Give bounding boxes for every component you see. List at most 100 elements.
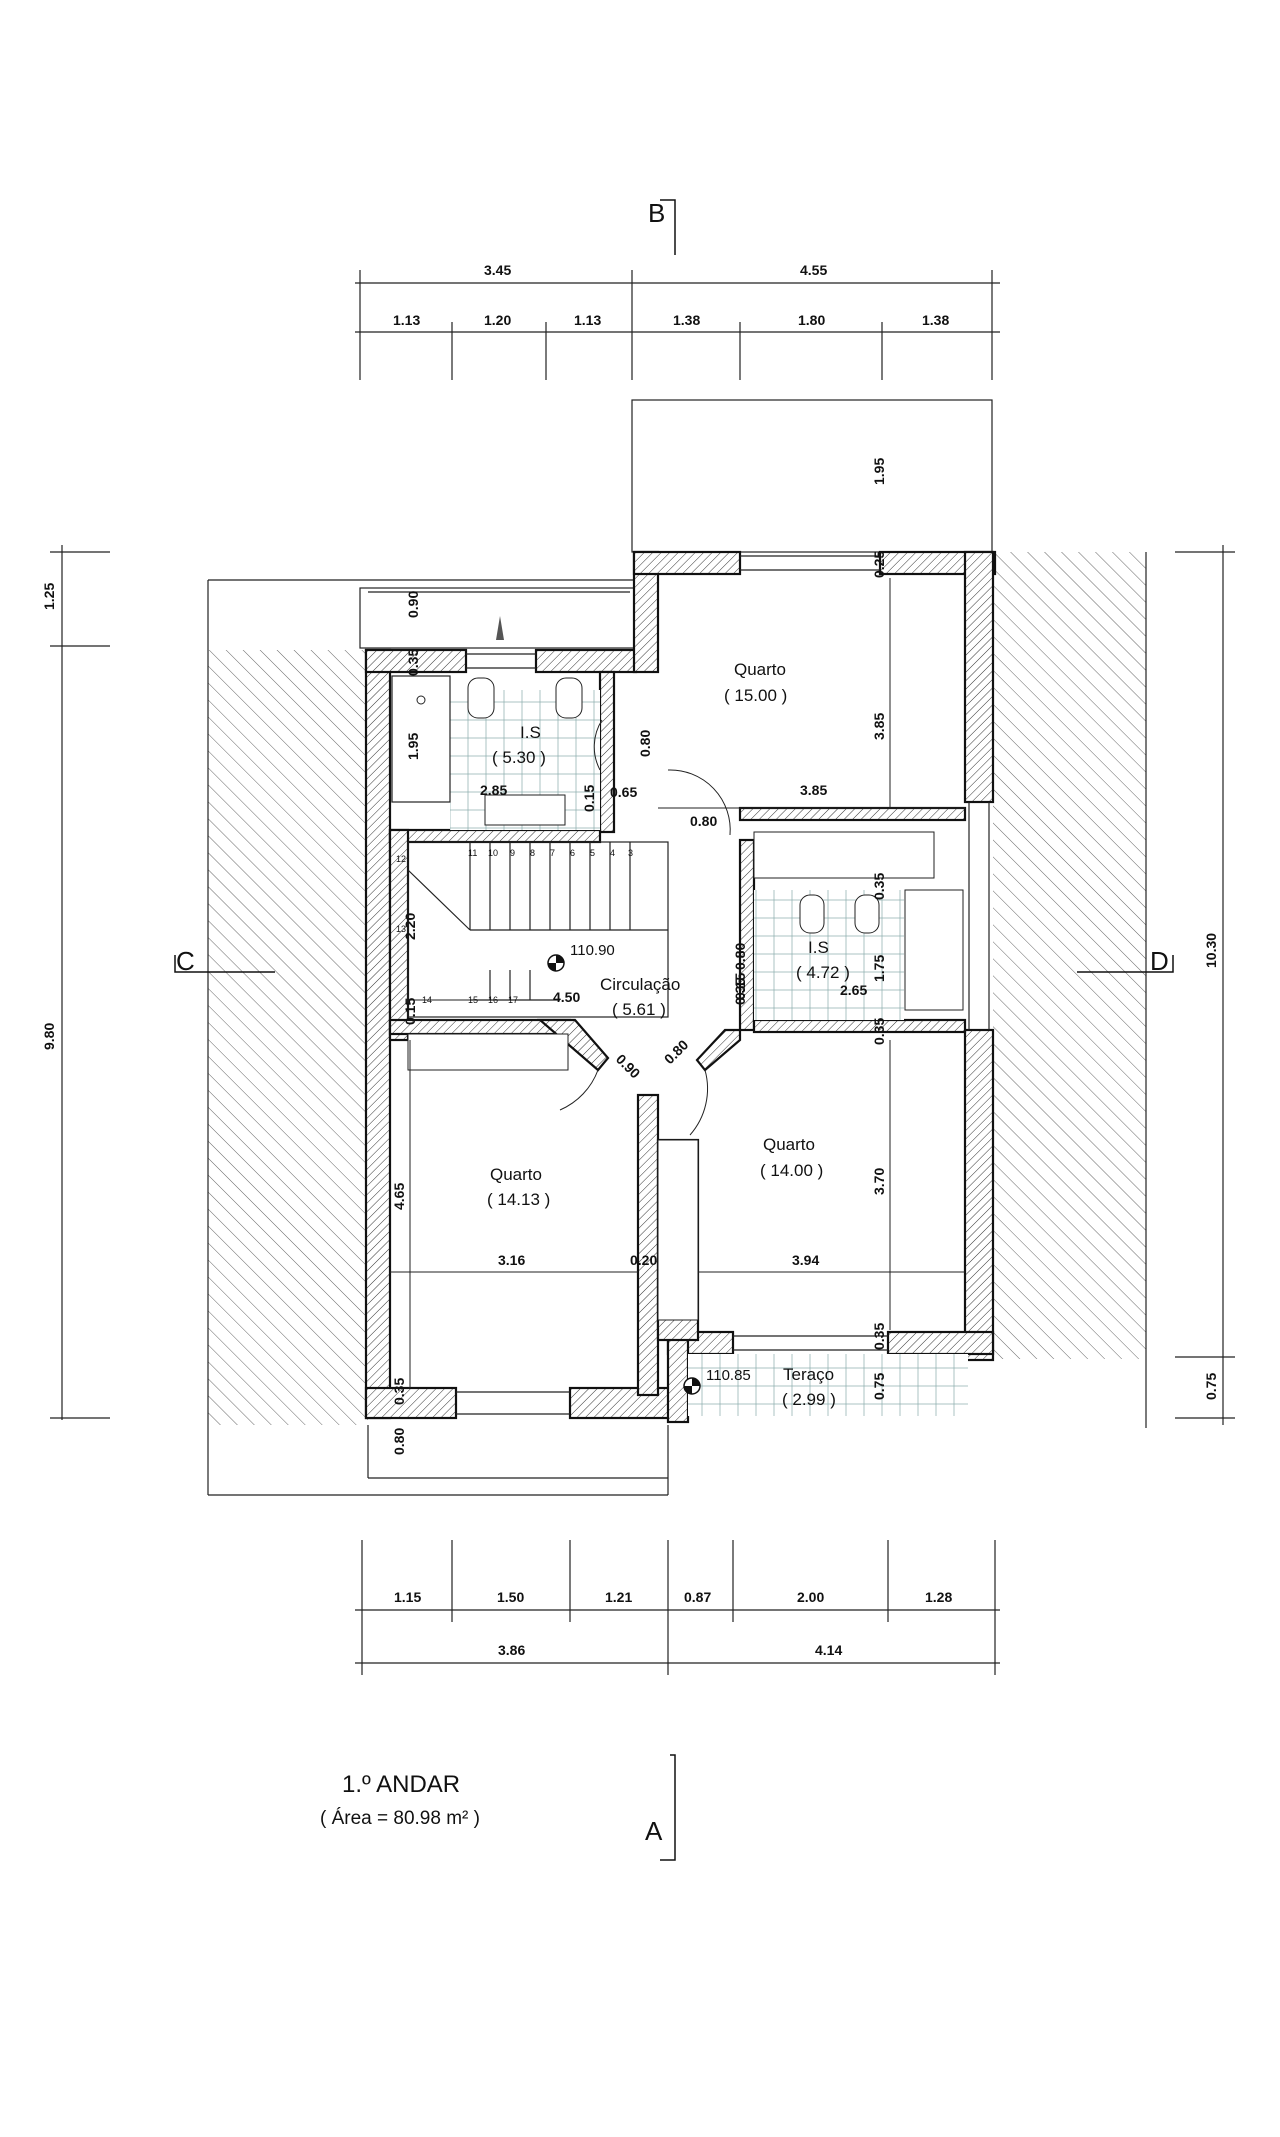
room-is-2-name: I.S (808, 938, 829, 957)
room-terraco-name: Teraço (783, 1365, 834, 1384)
is1-sink (484, 794, 566, 826)
section-marker-c: C (176, 946, 195, 976)
dim-top-overall-1: 3.45 (484, 262, 511, 278)
wall-terrace-left (666, 1330, 690, 1424)
interior-dim-lines (390, 578, 965, 1388)
svg-text:0.75: 0.75 (871, 1373, 887, 1400)
svg-text:0.25: 0.25 (871, 551, 887, 578)
svg-text:0.35: 0.35 (871, 1018, 887, 1045)
dim-top-partial-2: 1.20 (484, 312, 511, 328)
dim-top-partial-3: 1.13 (574, 312, 601, 328)
section-marker-d: D (1150, 946, 1169, 976)
dim-bottom-partial-4: 0.87 (684, 1589, 711, 1605)
svg-text:7: 7 (550, 848, 555, 858)
wall-quarto1-bottom (738, 806, 967, 822)
svg-text:13: 13 (396, 924, 406, 934)
dim-bottom-partial-3: 1.21 (605, 1589, 632, 1605)
dim-right-overall-1: 10.30 (1203, 933, 1219, 968)
dim-bottom-partial-5: 2.00 (797, 1589, 824, 1605)
svg-text:0.15: 0.15 (402, 998, 418, 1025)
svg-text:6: 6 (570, 848, 575, 858)
room-quarto-3-name: Quarto (763, 1135, 815, 1154)
room-quarto-1-name: Quarto (734, 660, 786, 679)
is1-bathtub (391, 675, 451, 803)
wall-is2-bottom (752, 1018, 967, 1034)
wall-bottom-right-2 (886, 1330, 995, 1356)
dim-lines-bottom (355, 1540, 1000, 1675)
dim-bottom-partial-6: 1.28 (925, 1589, 952, 1605)
svg-text:12: 12 (396, 854, 406, 864)
svg-text:15: 15 (468, 995, 478, 1005)
north-arrow-icon (496, 616, 504, 640)
room-is-1-name: I.S (520, 723, 541, 742)
svg-text:4.65: 4.65 (391, 1183, 407, 1210)
dim-bottom-overall-1: 3.86 (498, 1642, 525, 1658)
wardrobe-quarto3 (657, 1139, 699, 1321)
svg-text:1.95: 1.95 (405, 733, 421, 760)
svg-text:4.50: 4.50 (553, 989, 580, 1005)
level-marker-icon (683, 1377, 701, 1395)
wall-is1-right (598, 670, 616, 834)
level-marker-icon (547, 954, 565, 972)
is2-bidet (854, 894, 880, 934)
svg-text:0.80: 0.80 (661, 1036, 692, 1067)
door-swings (559, 719, 731, 1136)
is1-bidet (555, 677, 583, 719)
svg-text:5: 5 (590, 848, 595, 858)
wardrobe-quarto1 (753, 831, 935, 879)
svg-text:0.15: 0.15 (732, 973, 748, 1000)
dim-top-partial-5: 1.80 (798, 312, 825, 328)
dim-top-partial-1: 1.13 (393, 312, 420, 328)
room-quarto-2-area: ( 14.13 ) (487, 1190, 550, 1209)
wall-is1-bottom (388, 828, 602, 844)
wall-top-quarto (632, 550, 742, 576)
level-circulacao: 110.90 (570, 942, 615, 959)
svg-text:17: 17 (508, 995, 518, 1005)
svg-text:2.20: 2.20 (402, 913, 418, 940)
room-terraco-area: ( 2.99 ) (782, 1390, 836, 1409)
dim-lines-top (355, 270, 1000, 380)
level-terraco: 110.85 (706, 1367, 751, 1384)
wall-right-2 (963, 1028, 995, 1362)
svg-text:2.85: 2.85 (480, 782, 507, 798)
room-quarto-2-name: Quarto (490, 1165, 542, 1184)
svg-text:3: 3 (628, 848, 633, 858)
room-quarto-1-area: ( 15.00 ) (724, 686, 787, 705)
projection-outline (631, 399, 993, 553)
dim-left-overall-2: 9.80 (41, 1023, 57, 1050)
svg-text:0.35: 0.35 (871, 1323, 887, 1350)
svg-text:3.85: 3.85 (800, 782, 827, 798)
dim-top-overall-2: 4.55 (800, 262, 827, 278)
svg-text:1.95: 1.95 (871, 458, 887, 485)
room-circulacao-name: Circulação (600, 975, 680, 994)
section-cut-lines (174, 199, 1174, 1861)
floor-title: 1.º ANDAR (342, 1771, 460, 1798)
wall-diag-right (695, 1028, 742, 1072)
stair-step-numbers: 11 10 9 8 7 6 5 4 3 12 13 14 15 16 17 (396, 848, 633, 1005)
room-quarto-3-area: ( 14.00 ) (760, 1161, 823, 1180)
wall-top-is (364, 648, 468, 674)
svg-text:0.80: 0.80 (690, 813, 717, 829)
svg-text:0.90: 0.90 (613, 1051, 644, 1082)
svg-text:8: 8 (530, 848, 535, 858)
is1-toilet (467, 677, 495, 719)
wall-diag-left (537, 1018, 610, 1072)
is2-shower (904, 889, 964, 1011)
svg-text:3.70: 3.70 (871, 1168, 887, 1195)
dim-top-partial-6: 1.38 (922, 312, 949, 328)
svg-text:0.35: 0.35 (391, 1378, 407, 1405)
wall-right (963, 550, 995, 804)
svg-text:0.65: 0.65 (610, 784, 637, 800)
wall-center (636, 1093, 660, 1397)
dim-right-overall-2: 0.75 (1203, 1373, 1219, 1400)
floor-area: ( Área = 80.98 m² ) (320, 1808, 480, 1829)
svg-text:0.35: 0.35 (732, 978, 748, 1005)
svg-text:0.20: 0.20 (630, 1252, 657, 1268)
dim-bottom-partial-1: 1.15 (394, 1589, 421, 1605)
svg-text:0.80: 0.80 (732, 943, 748, 970)
is2-toilet (799, 894, 825, 934)
section-marker-b: B (648, 198, 665, 228)
svg-text:1.75: 1.75 (871, 955, 887, 982)
svg-text:3.85: 3.85 (871, 713, 887, 740)
